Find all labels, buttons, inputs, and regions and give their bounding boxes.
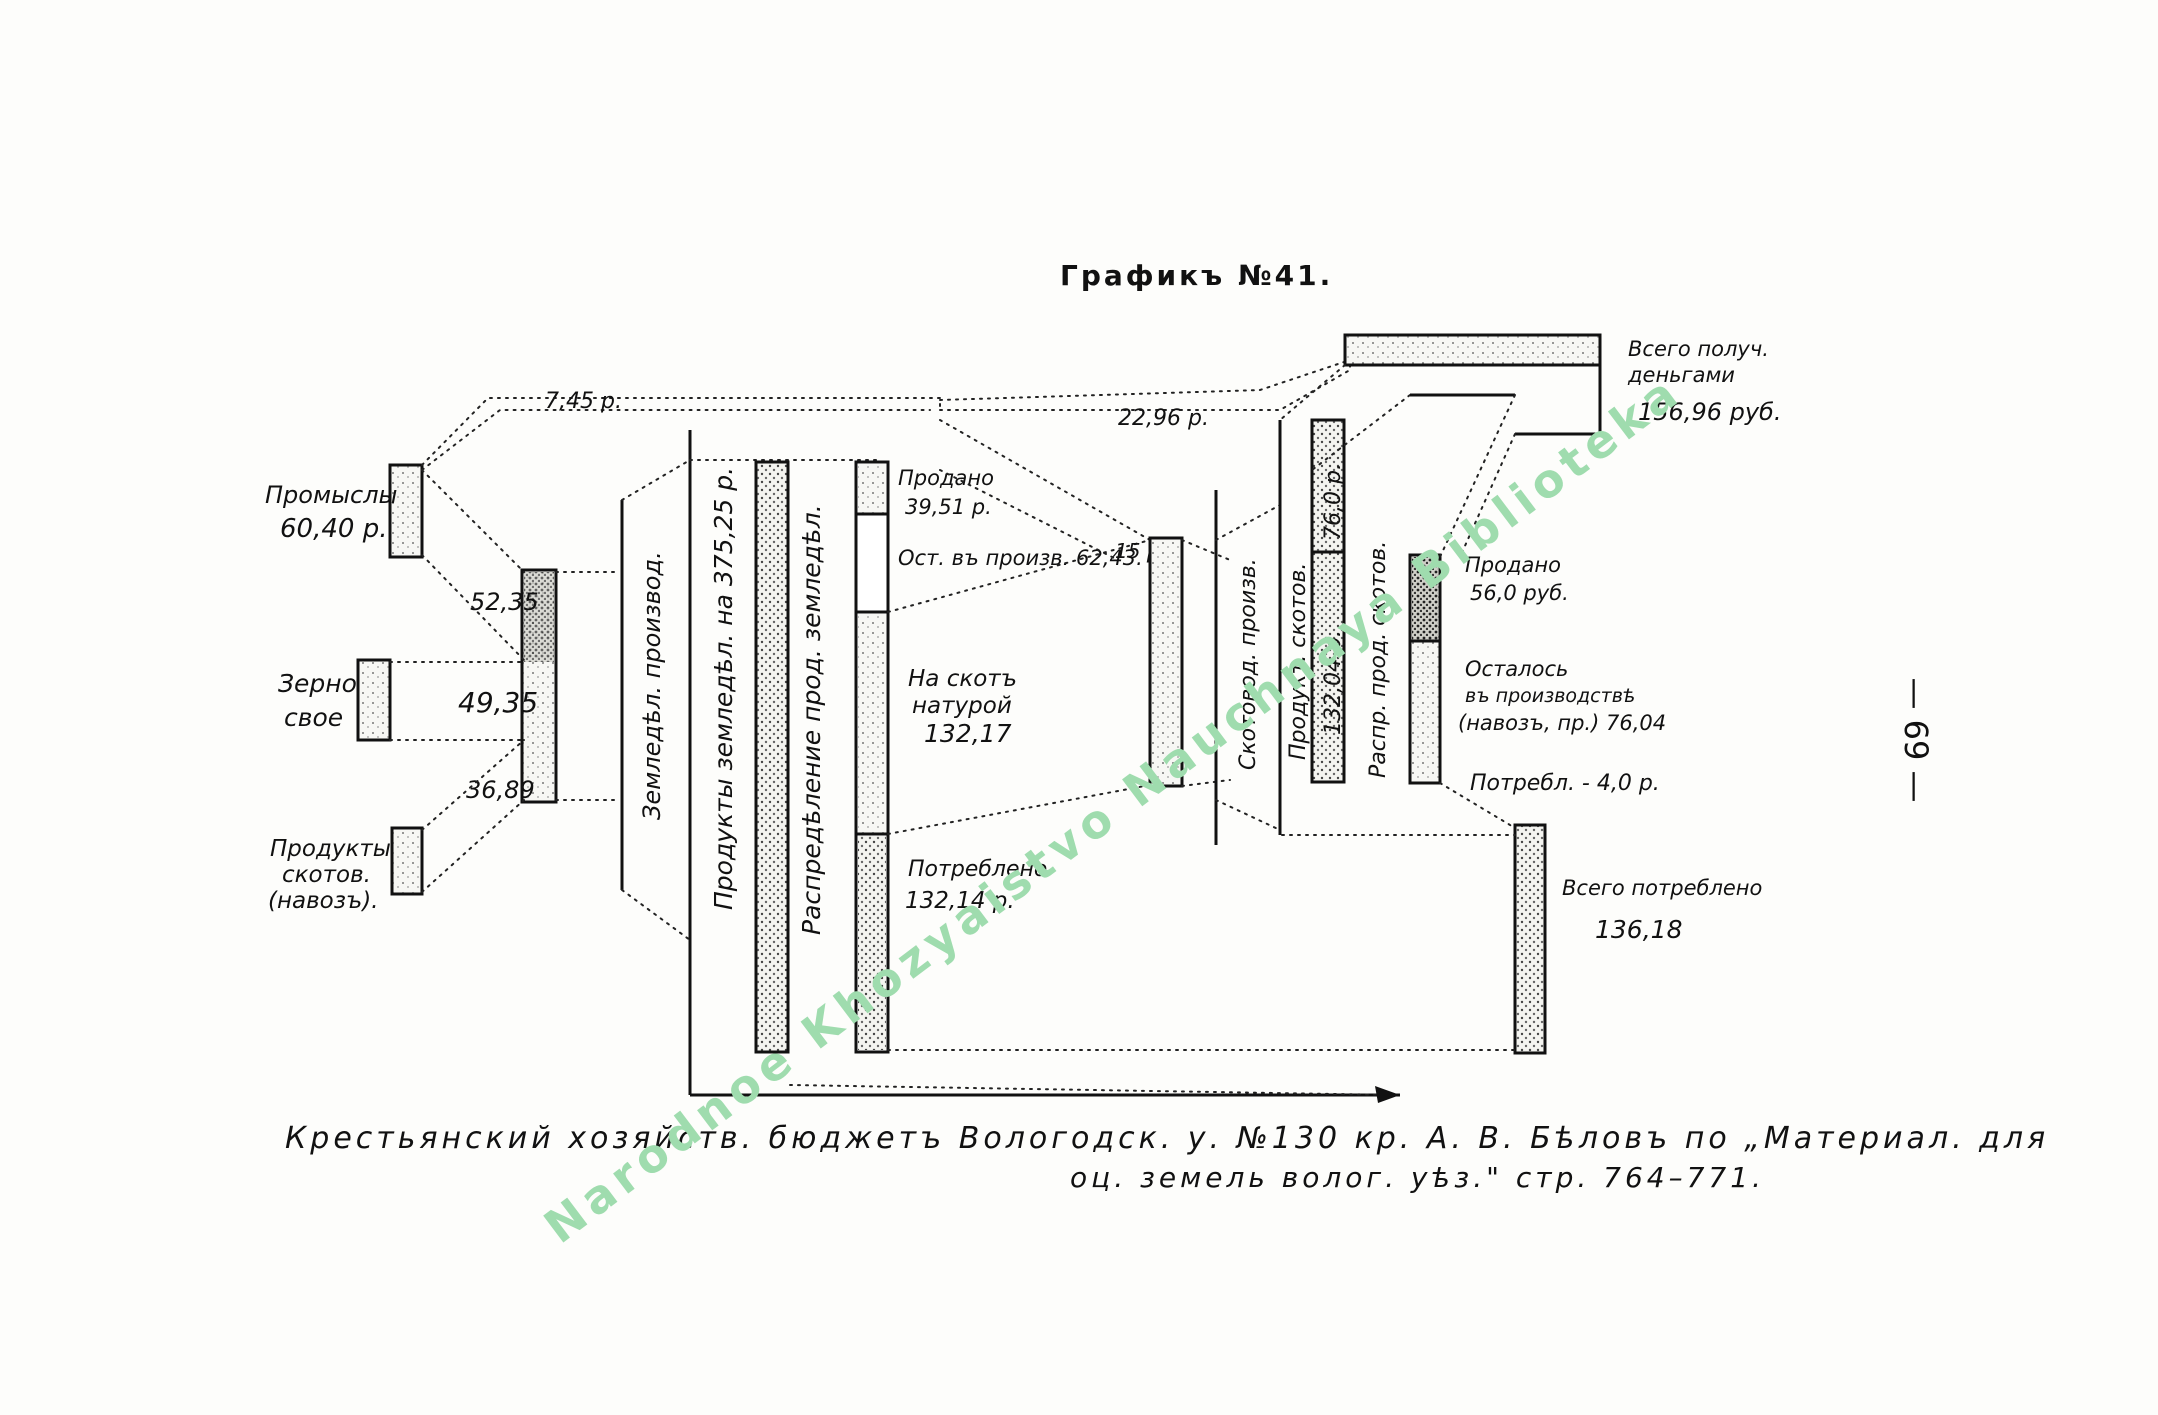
- flow-line: [621, 459, 691, 501]
- flow-line: [421, 469, 525, 573]
- flow-line: [1181, 539, 1231, 561]
- vsego-poluch-label-3: 156,96 руб.: [1638, 398, 1781, 426]
- potrebleno-label-2: 132,14 р.: [905, 888, 1015, 914]
- prodano-label-1: Продано: [898, 466, 994, 490]
- vsego-poluch-label-2: деньгами: [1627, 363, 1735, 387]
- promysly-box: [388, 463, 424, 559]
- flow-line: [1215, 504, 1281, 541]
- prodano-label-2: 39,51 р.: [905, 495, 992, 519]
- flow-line: [939, 419, 1151, 541]
- ostalos-label-2: въ производствѣ: [1465, 685, 1636, 707]
- vsego-potrebleno-label-1: Всего потреблено: [1562, 876, 1762, 900]
- flow-line: [421, 739, 525, 831]
- right-prodano-label-2: 56,0 руб.: [1470, 581, 1569, 605]
- skot-prodano-segment: [1412, 557, 1438, 641]
- vsego-potrebleno-label-2: 136,18: [1595, 915, 1682, 944]
- produkt-skotov-label: Продукт. скотов.: [1286, 563, 1311, 760]
- time-axis-arrow: [789, 1084, 1396, 1096]
- raspredelenie-label: Распредѣление прод. земледѣл.: [797, 504, 826, 935]
- chart-title: Графикъ №41.: [1060, 259, 1333, 292]
- distribution-segment-na-skot: [858, 614, 886, 834]
- vsego-potrebleno-bar: [1513, 823, 1547, 1055]
- zerno-label-2: свое: [284, 703, 343, 732]
- flow-line: [1279, 364, 1346, 421]
- flow-line: [887, 539, 1151, 613]
- flow-line: [939, 359, 1351, 401]
- na-skot-label-2: натурой: [912, 693, 1012, 719]
- potrebleno-label-1: Потреблено: [908, 857, 1047, 882]
- flow-line: [1181, 779, 1231, 787]
- ostalos-label-1: Осталось: [1465, 657, 1568, 681]
- flow-line: [939, 359, 1351, 411]
- caption-line-1: Крестьянский хозяйств. бюджетъ Вологодск…: [285, 1121, 2049, 1156]
- ostalos-label-3: (навозъ, пр.) 76,04: [1458, 711, 1666, 735]
- right-prodano-label-1: Продано: [1465, 553, 1561, 577]
- zerno-box: [356, 658, 392, 742]
- flow-value-49-35: 49,35: [458, 686, 538, 719]
- skotovod-proizv-label: Скотовод. произв.: [1236, 558, 1261, 770]
- v-bar-132-04: 132,04 р.: [1321, 630, 1346, 735]
- page-number: — 69 —: [1897, 677, 1935, 802]
- flow-value-7-45: 7,45 р.: [545, 389, 622, 414]
- caption-line-2: оц. земель волог. уѣз." стр. 764–771.: [1070, 1161, 1765, 1194]
- produkty-skotov-label-3: (навозъ).: [268, 888, 379, 914]
- flow-line: [621, 889, 691, 941]
- zemled-proizvod-label: Земледѣл. производ.: [638, 551, 666, 820]
- raspr-prod-skotov-label: Распр. прод. скотов.: [1366, 541, 1391, 778]
- raspredelenie-bar: [754, 460, 790, 1054]
- flow-line: [421, 554, 525, 661]
- distribution-segment-potrebleno: [858, 836, 886, 1050]
- potrebl-label: Потребл. - 4,0 р.: [1470, 771, 1660, 796]
- flow-line: [939, 469, 1119, 561]
- na-skot-label-3: 132,17: [924, 719, 1012, 748]
- raspr-prod-skotov-bar: [1310, 418, 1346, 784]
- distribution-segment-ost: [858, 516, 886, 612]
- ost-v-proizv-label: Ост. въ произв. 62,43.: [898, 546, 1143, 570]
- money-flow-line: [421, 397, 941, 466]
- promysly-label-1: Промыслы: [265, 481, 398, 509]
- flow-value-22-96: 22,96 р.: [1118, 406, 1209, 431]
- flow-value-52-35: 52,35: [470, 588, 539, 616]
- consumption-frame: [1439, 782, 1516, 829]
- produkty-skotov-box: [390, 826, 424, 896]
- flow-line: [421, 799, 525, 893]
- money-flow-line: [421, 409, 931, 471]
- produkty-skotov-label-2: скотов.: [282, 862, 371, 888]
- produkty-skotov-label-1: Продукты: [270, 836, 391, 862]
- distribution-segment-prodano: [858, 464, 886, 514]
- flow-line: [1459, 433, 1516, 558]
- zerno-label-1: Зерно: [278, 669, 357, 698]
- vsego-poluch-label-1: Всего получ.: [1628, 337, 1769, 361]
- vsego-poluch-bar: [1343, 333, 1602, 367]
- v-bar-76-0: 76,0 р.: [1321, 463, 1346, 540]
- produkty-zemled-label: Продукты земледѣл. на 375,25 р.: [709, 467, 738, 910]
- combined-input-bar-dark-segment: [524, 572, 554, 662]
- flow-line: [1215, 799, 1281, 831]
- arrow-head: [1375, 1086, 1400, 1103]
- flow-line: [1439, 394, 1516, 558]
- na-skot-label-1: На скотъ: [908, 666, 1017, 692]
- promysly-label-2: 60,40 р.: [280, 514, 387, 544]
- skotovod-input-bar: [1148, 536, 1184, 788]
